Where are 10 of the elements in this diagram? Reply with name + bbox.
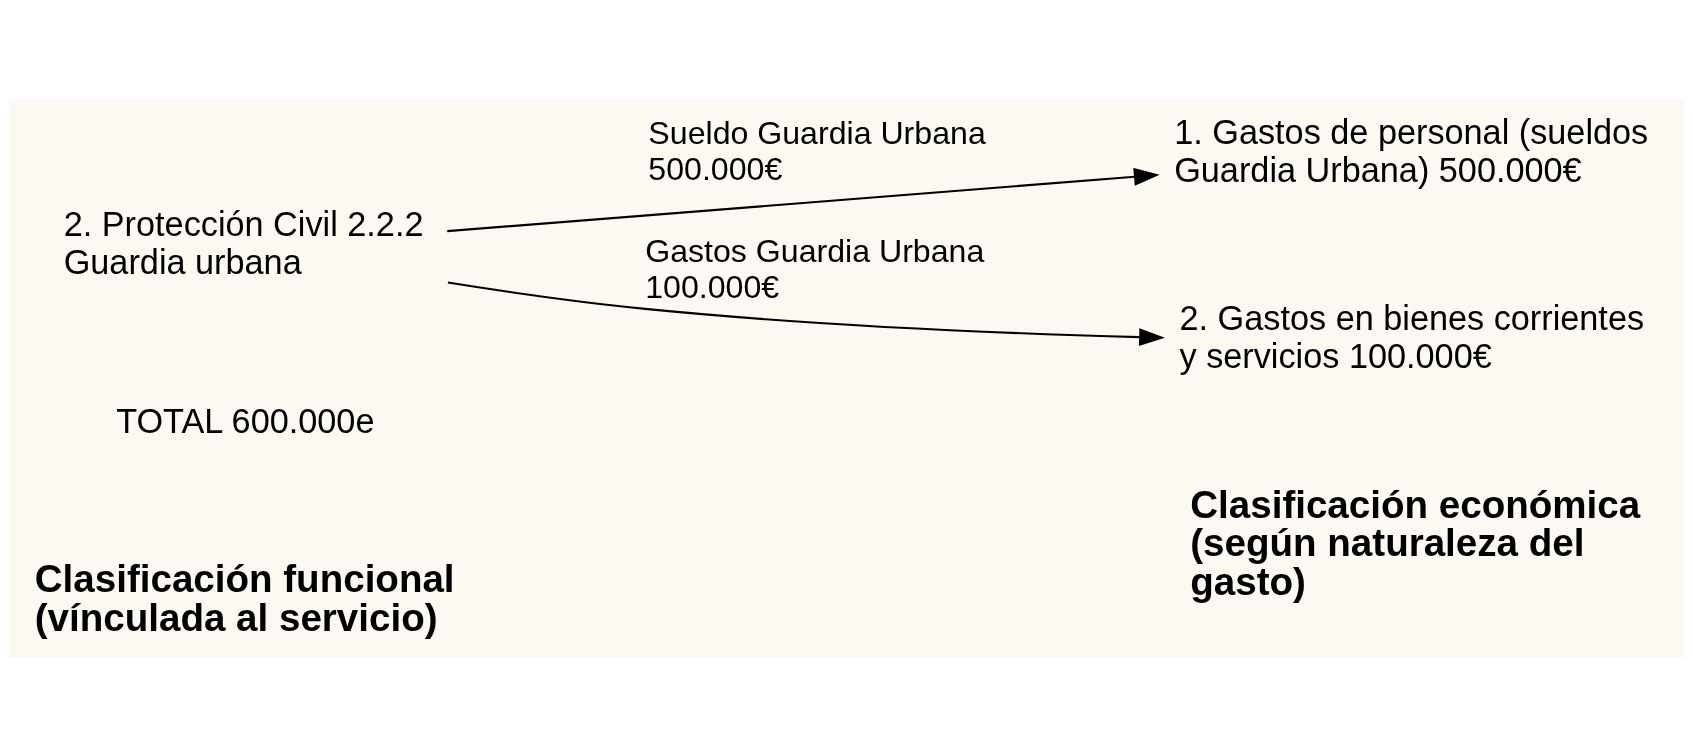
edge-label: Gastos Guardia Urbana 100.000€ (645, 232, 985, 305)
node-text: 1. Gastos de personal (sueldos Guardia Urbana) 500.000€ (1174, 112, 1649, 189)
arrow (447, 167, 1160, 232)
label: Clasificación económica (según naturaleza del gasto) (1190, 482, 1641, 603)
label: Clasificación funcional (vínculada al servicio) (34, 556, 455, 639)
node-text: 2. Protección Civil 2.2.2 Guardia urbana (63, 204, 424, 281)
edge-label: Sueldo Guardia Urbana 500.000€ (648, 114, 986, 187)
arrow (447, 280, 1165, 346)
node-text: 2. Gastos en bienes corrientes y servicios 100.000€ (1179, 298, 1645, 375)
label: TOTAL 600.000e (116, 401, 375, 440)
